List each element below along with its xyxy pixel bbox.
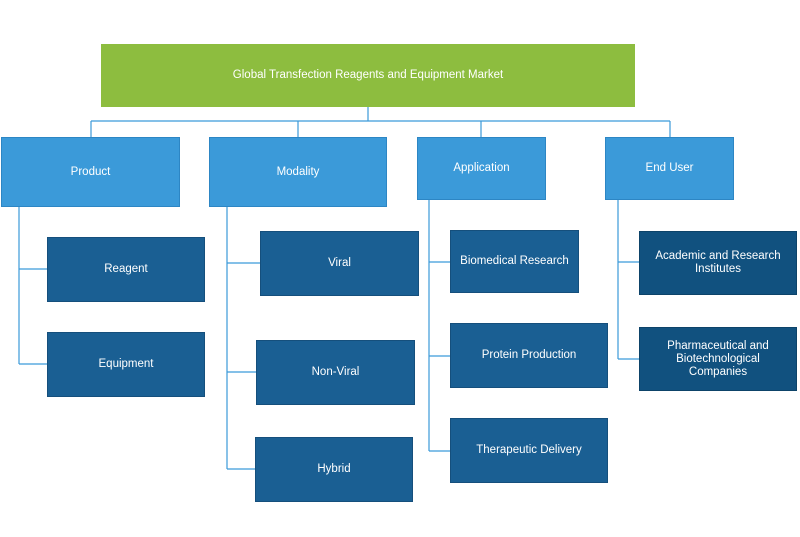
leaf-viral: Viral bbox=[260, 231, 419, 296]
leaf-biomedical-research: Biomedical Research bbox=[450, 230, 579, 293]
leaf-reagent: Reagent bbox=[47, 237, 205, 302]
leaf-label: Viral bbox=[328, 257, 351, 269]
leaf-hybrid: Hybrid bbox=[255, 437, 413, 502]
leaf-pharma-companies: Pharmaceutical and Biotechnological Comp… bbox=[639, 327, 797, 391]
category-label: End User bbox=[645, 162, 694, 174]
category-label: Product bbox=[70, 165, 111, 178]
category-end-user: End User bbox=[605, 137, 734, 200]
leaf-equipment: Equipment bbox=[47, 332, 205, 397]
leaf-label: Non-Viral bbox=[311, 366, 360, 378]
root-label: Global Transfection Reagents and Equipme… bbox=[232, 69, 504, 81]
leaf-label: Biomedical Research bbox=[460, 255, 569, 267]
leaf-academic-institutes: Academic and Research Institutes bbox=[639, 231, 797, 295]
leaf-therapeutic-delivery: Therapeutic Delivery bbox=[450, 418, 608, 483]
category-label: Modality bbox=[276, 165, 320, 178]
leaf-label: Pharmaceutical and Biotechnological Comp… bbox=[667, 339, 769, 378]
leaf-label: Academic and Research Institutes bbox=[655, 250, 781, 275]
leaf-label: Hybrid bbox=[317, 463, 351, 475]
leaf-label: Protein Production bbox=[481, 349, 577, 361]
category-modality: Modality bbox=[209, 137, 387, 207]
leaf-protein-production: Protein Production bbox=[450, 323, 608, 388]
category-product: Product bbox=[1, 137, 180, 207]
category-application: Application bbox=[417, 137, 546, 200]
leaf-non-viral: Non-Viral bbox=[256, 340, 415, 405]
leaf-label: Reagent bbox=[104, 263, 148, 275]
leaf-label: Equipment bbox=[98, 358, 154, 370]
leaf-label: Therapeutic Delivery bbox=[476, 444, 582, 456]
category-label: Application bbox=[453, 162, 510, 174]
root-node: Global Transfection Reagents and Equipme… bbox=[101, 44, 635, 107]
